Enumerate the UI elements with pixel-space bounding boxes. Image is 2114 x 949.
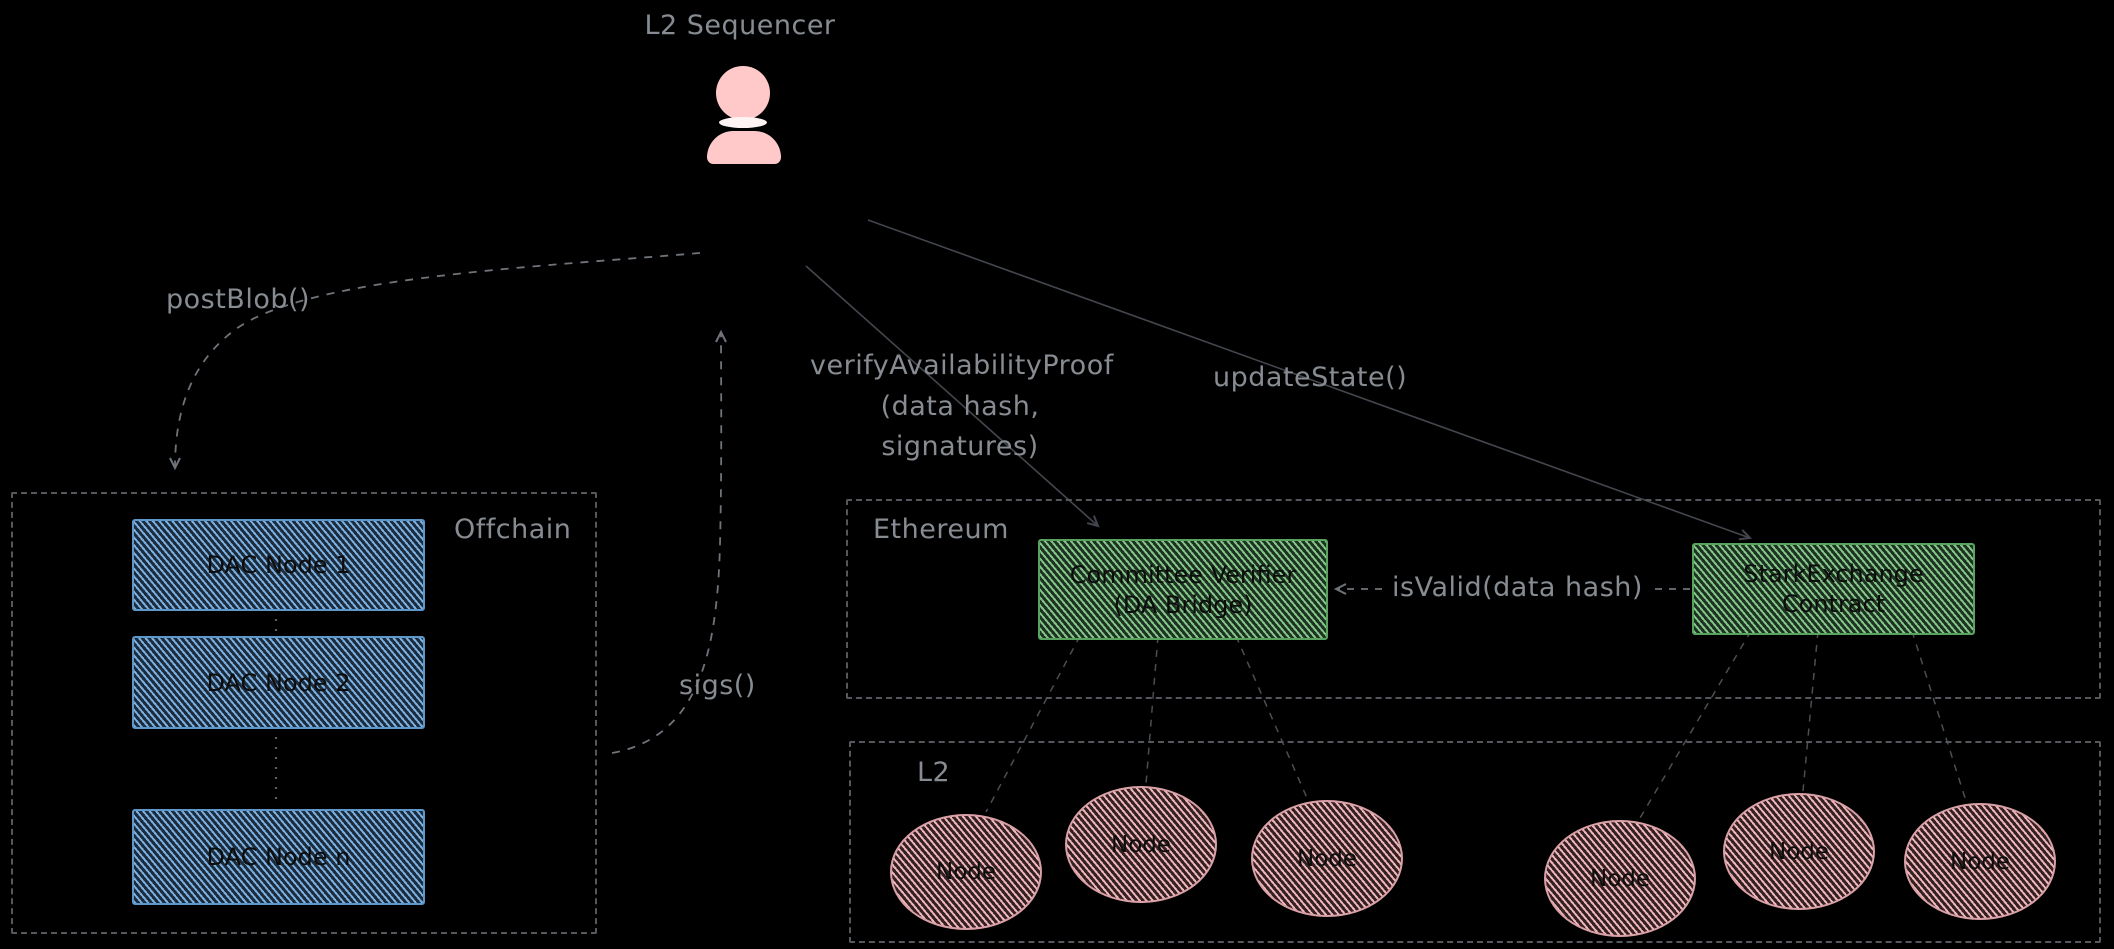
- l2-node-6-label: Node: [1949, 848, 2011, 875]
- l2-node-6: Node: [1904, 803, 2056, 920]
- label-is-valid: isValid(data hash): [1386, 572, 1649, 603]
- label-verify-line3: signatures): [881, 431, 1039, 462]
- link-verifier-node-2: [1145, 635, 1159, 785]
- dac-node-n-label: DAC Node n: [206, 843, 351, 871]
- l2-node-5-label: Node: [1768, 838, 1830, 865]
- l2-node-2-label: Node: [1110, 831, 1172, 858]
- committee-verifier-line1: Committee Verifier: [1069, 560, 1297, 589]
- dac-node-1-label: DAC Node 1: [206, 551, 351, 579]
- l2-node-3-label: Node: [1296, 845, 1358, 872]
- starkexchange-contract-line2: Contract: [1781, 590, 1886, 618]
- label-verify-line1: verifyAvailabilityProof: [810, 350, 1114, 381]
- person-head-icon: [716, 66, 770, 120]
- dac-node-2-label: DAC Node 2: [206, 668, 351, 697]
- starkexchange-contract-line1: StarkExchange: [1743, 560, 1924, 588]
- l2-frame: [849, 741, 2101, 943]
- arrow-verify: [805, 265, 1100, 528]
- arrow-post-blob: [169, 252, 701, 471]
- l2-node-2: Node: [1065, 786, 1217, 903]
- offchain-frame: [11, 492, 597, 934]
- ethereum-frame: [846, 499, 2101, 699]
- arrow-update-state: [867, 219, 1753, 541]
- committee-verifier-line2: (DA Bridge): [1113, 590, 1253, 619]
- committee-verifier-box: Committee Verifier (DA Bridge): [1038, 539, 1328, 640]
- l2-node-1: Node: [890, 814, 1042, 930]
- person-neck-icon: [719, 117, 767, 128]
- label-update-state: updateState(): [1213, 362, 1408, 393]
- label-verify-line2: (data hash,: [880, 390, 1040, 422]
- offchain-label: Offchain: [454, 514, 572, 545]
- sequencer-label: L2 Sequencer: [644, 10, 836, 41]
- person-body-icon: [707, 131, 781, 164]
- l2-node-5: Node: [1723, 793, 1875, 910]
- link-verifier-node-1: [985, 635, 1081, 813]
- dac-node-2: DAC Node 2: [132, 636, 425, 729]
- starkexchange-contract-box: StarkExchange Contract: [1692, 543, 1975, 635]
- arrow-sigs: [611, 329, 727, 754]
- link-contract-node-6: [1911, 630, 1967, 802]
- l2-node-4-label: Node: [1589, 865, 1651, 892]
- dac-node-1: DAC Node 1: [132, 519, 425, 611]
- l2-label: L2: [917, 757, 951, 788]
- l2-node-4: Node: [1544, 820, 1696, 937]
- l2-node-1-label: Node: [935, 859, 997, 885]
- ethereum-label: Ethereum: [873, 514, 1009, 545]
- dac-node-n: DAC Node n: [132, 809, 425, 905]
- link-verifier-node-3: [1235, 635, 1308, 799]
- l2-node-3: Node: [1251, 800, 1403, 917]
- label-post-blob: postBlob(): [166, 284, 311, 315]
- label-sigs: sigs(): [679, 670, 756, 701]
- label-verify: verifyAvailabilityProof (data hash, sign…: [810, 346, 1114, 468]
